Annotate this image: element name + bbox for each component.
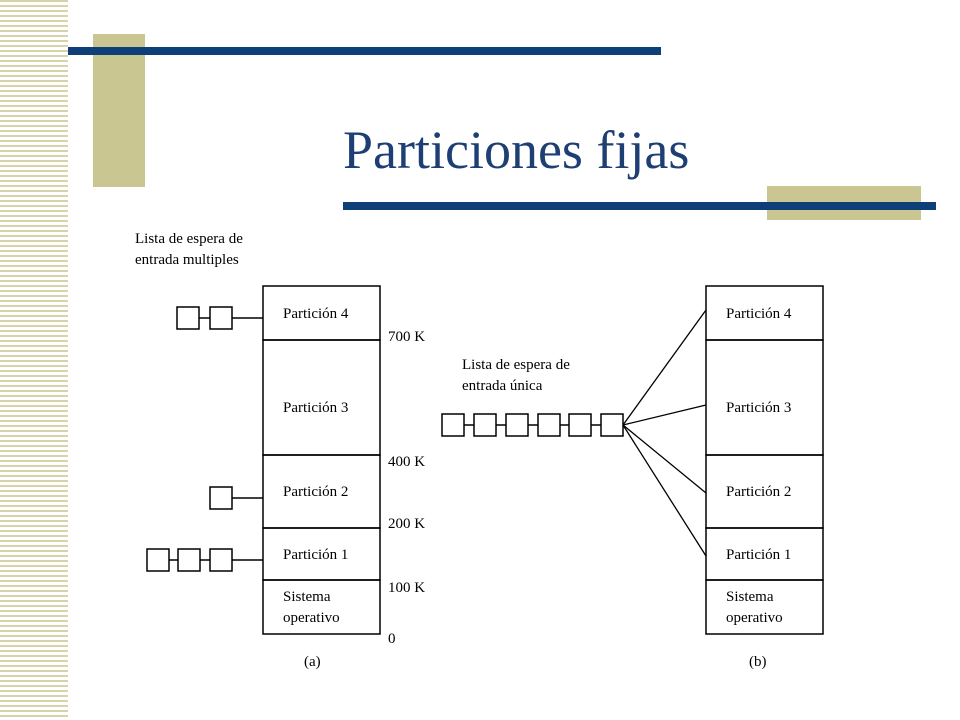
right-queue-caption-line1: Lista de espera de [462, 357, 570, 373]
queue-slot [209, 306, 233, 330]
partition-4-label-b: Partición 4 [726, 306, 792, 322]
partition-1-label-a: Partición 1 [283, 547, 348, 563]
os-label-line2-a: operativo [283, 610, 340, 626]
os-box-a [262, 579, 381, 635]
queue-slot [600, 413, 624, 437]
queue-slot [177, 548, 201, 572]
memory-column-b [705, 285, 824, 635]
fan-lines-b [622, 309, 707, 557]
partition-1-label-b: Partición 1 [726, 547, 791, 563]
queue-slot [568, 413, 592, 437]
address-0: 0 [388, 631, 396, 647]
queue-slot [176, 306, 200, 330]
left-queue-caption-line1: Lista de espera de [135, 231, 243, 247]
partition-3-box-a [262, 339, 381, 456]
memory-column-a [262, 285, 381, 635]
fan-line-partition-2 [622, 424, 707, 494]
partition-2-label-b: Partición 2 [726, 484, 791, 500]
os-label-line1-b: Sistema [726, 589, 774, 605]
panel-label-a: (a) [304, 654, 321, 670]
os-label-line2-b: operativo [726, 610, 783, 626]
os-box-b [705, 579, 824, 635]
left-queues [146, 306, 263, 572]
panel-label-b: (b) [749, 654, 767, 670]
partition-3-label-b: Partición 3 [726, 400, 791, 416]
address-400k: 400 K [388, 454, 425, 470]
left-stripe-decoration [0, 0, 68, 720]
queue-slot [146, 548, 170, 572]
partition-3-label-a: Partición 3 [283, 400, 348, 416]
queue-partition-4-a [176, 306, 263, 330]
fan-line-partition-3 [622, 404, 707, 426]
address-200k: 200 K [388, 516, 425, 532]
title-accent-block [93, 34, 145, 187]
fan-line-partition-1 [622, 424, 707, 557]
partition-4-label-a: Partición 4 [283, 306, 349, 322]
queue-slot [505, 413, 529, 437]
queue-partition-1-a [146, 548, 263, 572]
queue-slot [537, 413, 561, 437]
partition-3-box-b [705, 339, 824, 456]
fan-line-partition-4 [622, 309, 707, 426]
address-100k: 100 K [388, 580, 425, 596]
left-queue-caption-line2: entrada multiples [135, 252, 239, 268]
title-top-bar [68, 47, 661, 55]
queue-slot [473, 413, 497, 437]
title-bottom-bar [343, 202, 936, 210]
address-700k: 700 K [388, 329, 425, 345]
slide-title: Particiones fijas [343, 120, 690, 180]
queue-slot [209, 486, 233, 510]
right-queue-caption-line2: entrada única [462, 378, 543, 394]
queue-partition-2-a [209, 486, 263, 510]
single-input-queue-b [441, 413, 624, 437]
os-label-line1-a: Sistema [283, 589, 331, 605]
partition-2-label-a: Partición 2 [283, 484, 348, 500]
queue-slot [441, 413, 465, 437]
queue-slot [209, 548, 233, 572]
